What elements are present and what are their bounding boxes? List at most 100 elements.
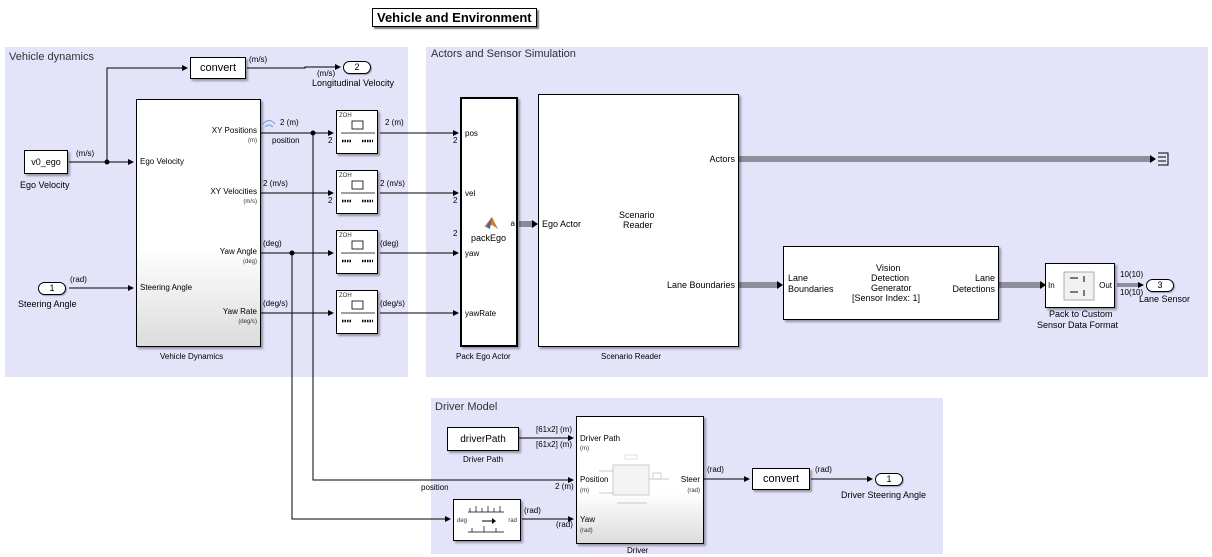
- vd-in-ego-velocity: Ego Velocity: [140, 157, 185, 166]
- signal-2ms: 2 (m/s): [263, 179, 288, 188]
- signal-degs: (deg/s): [263, 299, 288, 308]
- pack-ego-out-a: a: [510, 219, 515, 228]
- signal-zoh4-out: (deg/s): [380, 299, 405, 308]
- vd-out-yaw-angle-unit: (deg): [242, 259, 257, 265]
- pack-ego-in-vel: vel: [465, 189, 476, 198]
- pack-custom-in: In: [1048, 281, 1055, 290]
- driver-in-yaw: Yaw: [580, 515, 595, 524]
- vd-out-xy-positions: XY Positions: [211, 126, 257, 135]
- signal-rad-b2: (rad): [556, 520, 573, 529]
- vision-name-4: [Sensor Index: 1]: [852, 293, 921, 303]
- vd-out-yaw-angle: Yaw Angle: [219, 247, 257, 256]
- actors-sensor-area-label: Actors and Sensor Simulation: [431, 48, 576, 60]
- signal-rad-b4: (rad): [815, 465, 832, 474]
- scenario-reader-block[interactable]: Ego Actor Scenario Reader Actors Lane Bo…: [538, 94, 739, 347]
- convert-bottom-label: convert: [762, 473, 800, 485]
- long-velocity-outport[interactable]: 2: [343, 61, 371, 74]
- signal-dim-2a: 2: [328, 136, 333, 145]
- convert-block-bottom[interactable]: convert: [752, 468, 810, 490]
- scenario-reader-in-ego-actor: Ego Actor: [542, 219, 582, 229]
- vd-out-xy-velocities: XY Velocities: [210, 187, 257, 196]
- steering-angle-inport[interactable]: 1: [38, 282, 66, 295]
- zoh-2-label: ZOH: [339, 173, 352, 179]
- signal-dim-2e: 2: [453, 229, 458, 238]
- signal-rad-steer: (rad): [70, 275, 87, 284]
- driver-out-steer-unit: (rad): [687, 488, 700, 494]
- pack-custom-sensor-block[interactable]: In Out: [1045, 263, 1115, 308]
- signal-zoh2-out: 2 (m/s): [380, 179, 405, 188]
- pack-ego-actor-caption: Pack Ego Actor: [456, 352, 511, 361]
- vision-out-lane-2: Detections: [952, 284, 995, 294]
- vd-out-xy-velocities-unit: (m/s): [243, 199, 257, 205]
- signal-lane-10b: 10(10): [1120, 288, 1144, 297]
- ego-velocity-caption: Ego Velocity: [20, 180, 70, 190]
- signal-ms-v0: (m/s): [76, 149, 95, 158]
- deg-rad-right: rad: [508, 518, 517, 524]
- driver-steering-outport[interactable]: 1: [875, 473, 903, 486]
- zoh-1-label: ZOH: [339, 113, 352, 119]
- driver-in-path: Driver Path: [580, 434, 621, 443]
- pack-ego-in-yaw: yaw: [465, 249, 480, 258]
- scenario-reader-out-actors: Actors: [709, 154, 735, 164]
- driver-subsystem-icon: [599, 454, 669, 504]
- pack-ego-in-yawrate: yawRate: [465, 309, 497, 318]
- deg-rad-left: deg: [457, 518, 468, 524]
- vision-in-lane-2: Boundaries: [788, 284, 834, 294]
- lane-sensor-outport[interactable]: 3: [1146, 279, 1174, 292]
- driver-in-yaw-unit: (rad): [580, 528, 593, 534]
- scenario-reader-name-1: Scenario: [619, 210, 655, 220]
- scenario-reader-out-lane-boundaries: Lane Boundaries: [666, 280, 735, 290]
- diagram-title: Vehicle and Environment: [372, 8, 537, 27]
- signal-zoh1-out: 2 (m): [385, 118, 404, 127]
- lane-sensor-caption: Lane Sensor: [1139, 294, 1191, 304]
- scenario-reader-caption: Scenario Reader: [601, 352, 662, 361]
- signal-zoh3-out: (deg): [380, 239, 399, 248]
- signal-rad-b1: (rad): [524, 506, 541, 515]
- zoh-block-3[interactable]: ZOH: [336, 230, 378, 274]
- vd-out-yaw-rate-unit: (deg/s): [238, 319, 257, 325]
- driver-in-path-unit: (m): [580, 446, 589, 452]
- signal-deg: (deg): [263, 239, 282, 248]
- vd-in-steering-angle: Steering Angle: [140, 283, 193, 292]
- deg-rad-icon: [468, 506, 504, 533]
- pack-custom-caption-2: Sensor Data Format: [1037, 320, 1119, 330]
- vehicle-dynamics-block[interactable]: Ego Velocity Steering Angle XY Positions…: [136, 99, 261, 347]
- driver-out-steer: Steer: [680, 475, 700, 484]
- pack-custom-caption-1: Pack to Custom: [1049, 309, 1113, 319]
- vd-out-xy-positions-unit: (m): [248, 138, 257, 144]
- matlab-function-icon: [484, 217, 498, 229]
- zoh-block-1[interactable]: ZOH: [336, 110, 378, 154]
- zoh-3-icon: [341, 240, 375, 263]
- signal-lane-10a: 10(10): [1120, 270, 1144, 279]
- zoh-4-icon: [341, 300, 375, 323]
- pack-ego-actor-block[interactable]: pos vel yaw yawRate a packEgo: [460, 97, 518, 347]
- vision-name-3: Generator: [871, 283, 912, 293]
- pack-ego-in-pos: pos: [465, 129, 478, 138]
- zoh-block-2[interactable]: ZOH: [336, 170, 378, 214]
- v0-ego-block[interactable]: v0_ego: [24, 150, 68, 174]
- signal-ms-top: (m/s): [249, 55, 268, 64]
- vision-in-lane-1: Lane: [788, 273, 809, 283]
- pack-custom-icon: [1063, 271, 1095, 301]
- vision-detection-generator-block[interactable]: Lane Boundaries Vision Detection Generat…: [783, 246, 999, 320]
- zoh-block-4[interactable]: ZOH: [336, 290, 378, 334]
- pack-ego-fn-name: packEgo: [471, 233, 507, 243]
- driver-block[interactable]: Driver Path (m) Position (m) Yaw (rad) S…: [576, 416, 704, 544]
- vision-out-lane-1: Lane: [974, 273, 995, 283]
- signal-2m-bottom: 2 (m): [555, 482, 574, 491]
- driver-path-caption: Driver Path: [463, 455, 504, 464]
- deg-to-rad-block[interactable]: deg rad: [453, 499, 521, 541]
- signal-dim-2b: 2: [453, 136, 458, 145]
- vehicle-dynamics-caption: Vehicle Dynamics: [160, 352, 224, 361]
- signal-position-label: position: [272, 136, 300, 145]
- driver-in-position-unit: (m): [580, 488, 589, 494]
- convert-block-top[interactable]: convert: [190, 57, 246, 79]
- driver-in-position: Position: [580, 475, 609, 484]
- signal-dim-2d: 2: [453, 196, 458, 205]
- pack-custom-out: Out: [1099, 281, 1112, 290]
- driver-steering-caption: Driver Steering Angle: [841, 490, 927, 500]
- driver-path-block[interactable]: driverPath: [447, 427, 519, 451]
- signal-dim-2c: 2: [328, 196, 333, 205]
- signal-rad-b3: (rad): [707, 465, 724, 474]
- vd-out-yaw-rate: Yaw Rate: [222, 307, 257, 316]
